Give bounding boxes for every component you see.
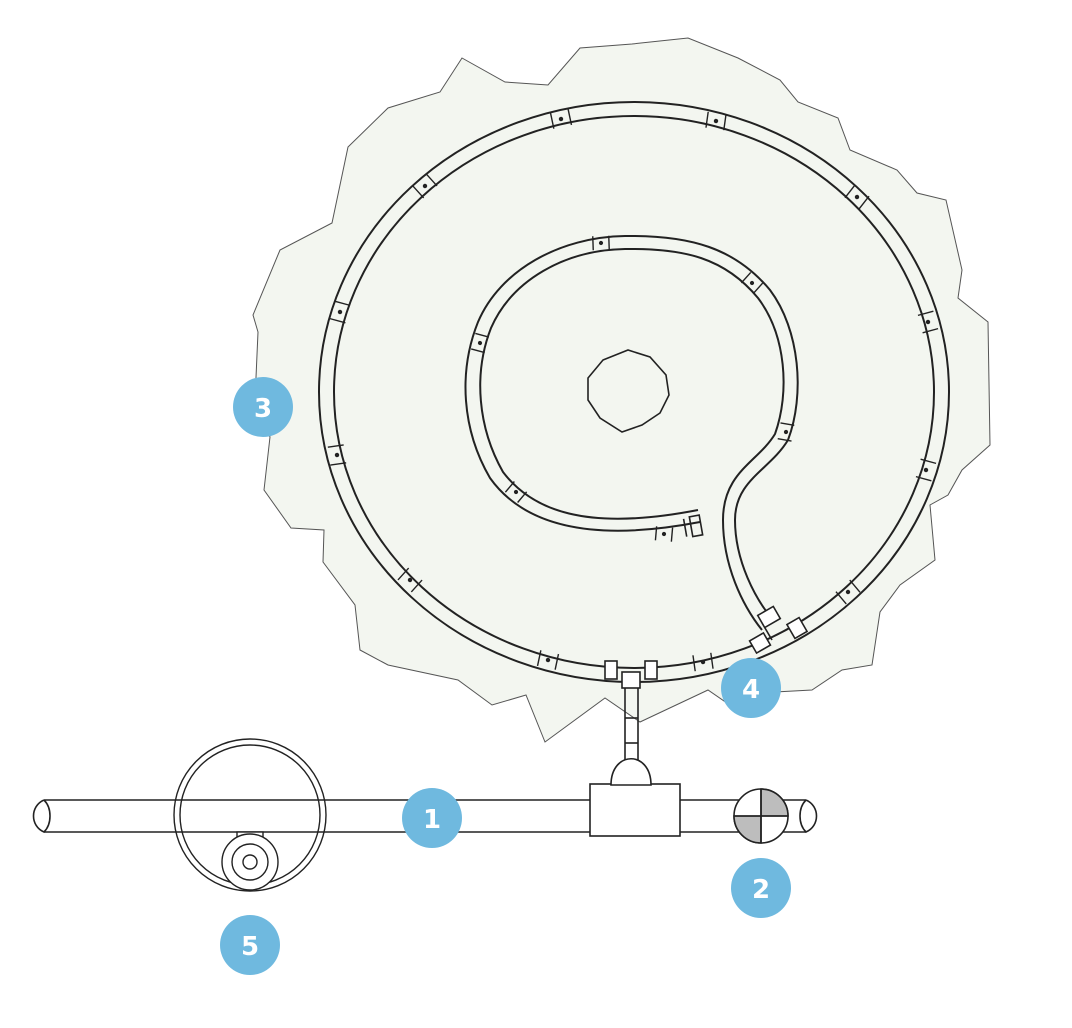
callout-label: 3 — [254, 394, 272, 424]
callout-label: 2 — [752, 875, 770, 905]
valve-box-icon — [173, 738, 327, 892]
ring-supply-tee — [604, 660, 658, 689]
callout-label: 5 — [241, 932, 259, 962]
callout-tee-fitting: 4 — [721, 658, 781, 718]
callout-tree-root-zone: 3 — [233, 377, 293, 437]
shutoff-valve-icon — [733, 788, 789, 844]
spiral-end-cap — [682, 514, 704, 538]
callout-shutoff-valve: 2 — [731, 858, 791, 918]
callout-label: 1 — [423, 805, 441, 835]
mainline-tee — [589, 758, 681, 837]
ring-spiral-tee — [748, 605, 809, 655]
inner-drip-spiral — [464, 234, 799, 631]
callout-mainline-pipe: 1 — [402, 788, 462, 848]
tree-trunk — [587, 349, 670, 433]
root-zone-area — [252, 37, 991, 743]
callout-valve-box: 5 — [220, 915, 280, 975]
spiral-emitters — [470, 235, 795, 542]
callout-label: 4 — [742, 675, 760, 705]
outer-ring-emitters — [327, 109, 939, 672]
